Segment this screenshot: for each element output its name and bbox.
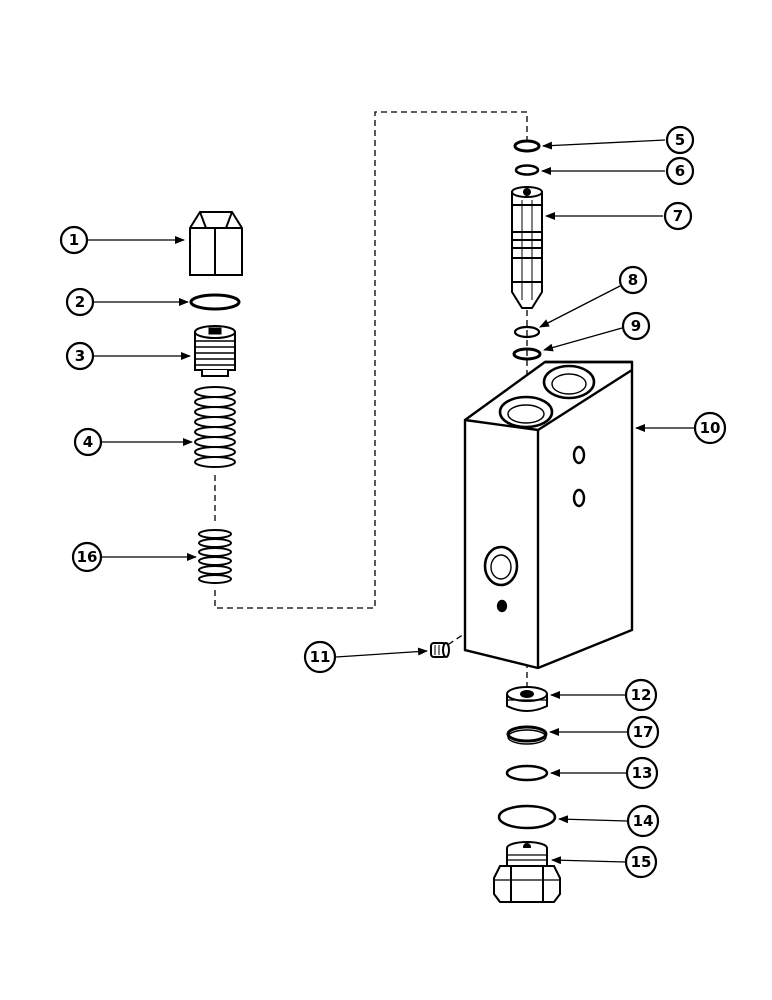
part-seat (506, 686, 548, 712)
part-o-ring-14 (497, 804, 557, 830)
callout-2: 2 (65, 287, 95, 317)
leader-5 (542, 139, 666, 150)
svg-text:5: 5 (675, 131, 685, 149)
svg-text:12: 12 (631, 686, 652, 704)
leader-lines (88, 139, 694, 865)
svg-text:6: 6 (675, 162, 685, 180)
callout-13: 13 (625, 756, 659, 790)
leader-8 (539, 285, 621, 328)
part-backup-ring-9 (512, 347, 542, 361)
part-valve-spool (511, 186, 543, 309)
callouts: 1 2 3 4 16 5 6 7 (59, 125, 727, 879)
callout-6: 6 (665, 156, 695, 186)
svg-text:4: 4 (83, 433, 93, 451)
svg-text:2: 2 (75, 293, 85, 311)
leader-15 (551, 856, 626, 865)
part-backup-ring-5 (513, 139, 541, 153)
part-set-screw (430, 642, 450, 658)
part-o-ring-13 (505, 764, 549, 782)
leader-11 (335, 647, 428, 658)
callout-17: 17 (626, 715, 660, 749)
callout-11: 11 (303, 640, 337, 674)
callout-4: 4 (73, 427, 103, 457)
svg-text:9: 9 (631, 317, 641, 335)
svg-text:7: 7 (673, 207, 683, 225)
part-hex-plug (493, 841, 561, 903)
part-spring-small (198, 529, 232, 584)
callout-3: 3 (65, 341, 95, 371)
callout-15: 15 (624, 845, 658, 879)
part-threaded-plug (194, 325, 236, 377)
part-ring-17 (506, 725, 548, 745)
callout-8: 8 (618, 265, 648, 295)
callout-10: 10 (693, 411, 727, 445)
svg-text:16: 16 (77, 548, 98, 566)
svg-text:13: 13 (632, 764, 653, 782)
part-o-ring-6 (514, 164, 540, 176)
callout-16: 16 (71, 541, 103, 573)
part-spring-large (194, 386, 236, 468)
part-valve-body (463, 360, 634, 670)
svg-text:1: 1 (69, 231, 79, 249)
svg-text:14: 14 (633, 812, 654, 830)
svg-text:10: 10 (700, 419, 721, 437)
svg-text:11: 11 (310, 648, 331, 666)
callout-9: 9 (621, 311, 651, 341)
svg-text:3: 3 (75, 347, 85, 365)
callout-14: 14 (626, 804, 660, 838)
svg-text:8: 8 (628, 271, 638, 289)
svg-text:15: 15 (631, 853, 652, 871)
callout-1: 1 (59, 225, 89, 255)
leader-14 (558, 815, 628, 824)
callout-7: 7 (663, 201, 693, 231)
svg-text:17: 17 (633, 723, 654, 741)
callout-12: 12 (624, 678, 658, 712)
part-o-ring-2 (189, 293, 241, 311)
leader-9 (543, 327, 623, 352)
part-hex-cap (189, 211, 243, 276)
part-o-ring-8 (513, 325, 541, 339)
callout-5: 5 (665, 125, 695, 155)
